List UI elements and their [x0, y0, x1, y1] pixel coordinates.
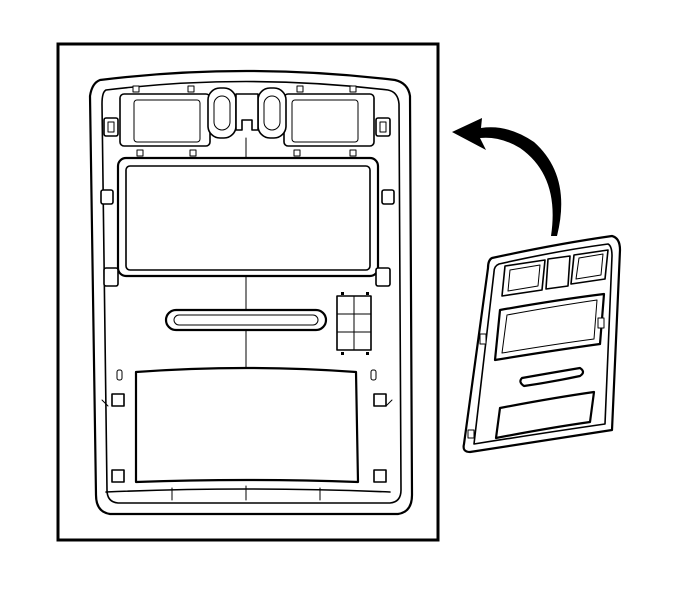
bezel-edge-tabs: [467, 317, 605, 439]
lower-console-opening: [134, 366, 360, 484]
bezel-inner-trim: [473, 243, 613, 445]
bezel-lower-opening: [494, 390, 596, 440]
curved-arrow-icon: [452, 118, 562, 236]
side-clips-upper: [103, 117, 391, 137]
switch-pod-left-inner: [213, 95, 231, 131]
lens-left-inner: [133, 99, 201, 143]
bezel-display-window-inner: [501, 299, 598, 354]
console-inner-trim: [101, 80, 402, 504]
bottom-rib-marks: [171, 485, 321, 501]
side-clips-lower: [101, 393, 393, 483]
storage-slot-inner: [173, 314, 319, 326]
bezel-display-window: [493, 292, 606, 362]
bezel-storage-slot: [519, 366, 585, 388]
overhead-console-panel: [88, 69, 414, 516]
top-clip-tabs: [132, 85, 357, 157]
console-bottom-lip: [105, 488, 391, 493]
removed-console-bezel: [462, 234, 622, 454]
locating-holes: [116, 369, 377, 381]
center-mount-block: [235, 93, 259, 131]
lens-right-inner: [291, 99, 359, 143]
side-clips-middle: [100, 189, 395, 287]
storage-slot-outer: [164, 308, 328, 332]
connector-module: [336, 292, 372, 355]
display-window-inner: [125, 165, 371, 271]
dome-lamp-lens-right: [283, 93, 375, 147]
switch-pod-right-inner: [263, 95, 281, 131]
bezel-lens-cells: [501, 249, 609, 297]
